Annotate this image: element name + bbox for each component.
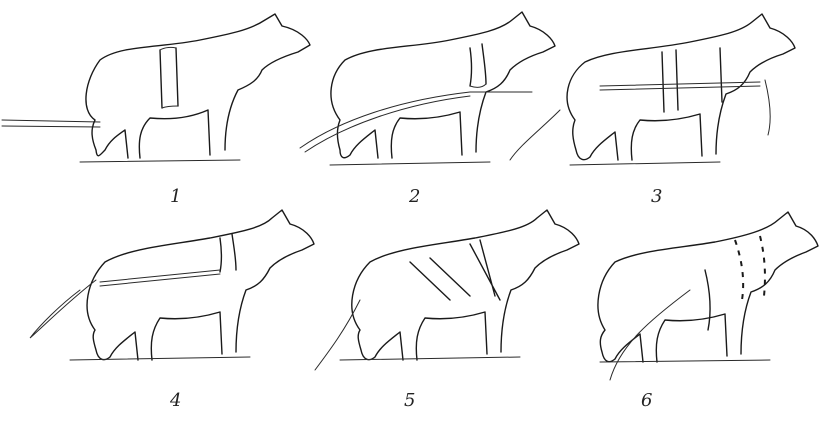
panel-6-label: 6 (641, 390, 652, 411)
